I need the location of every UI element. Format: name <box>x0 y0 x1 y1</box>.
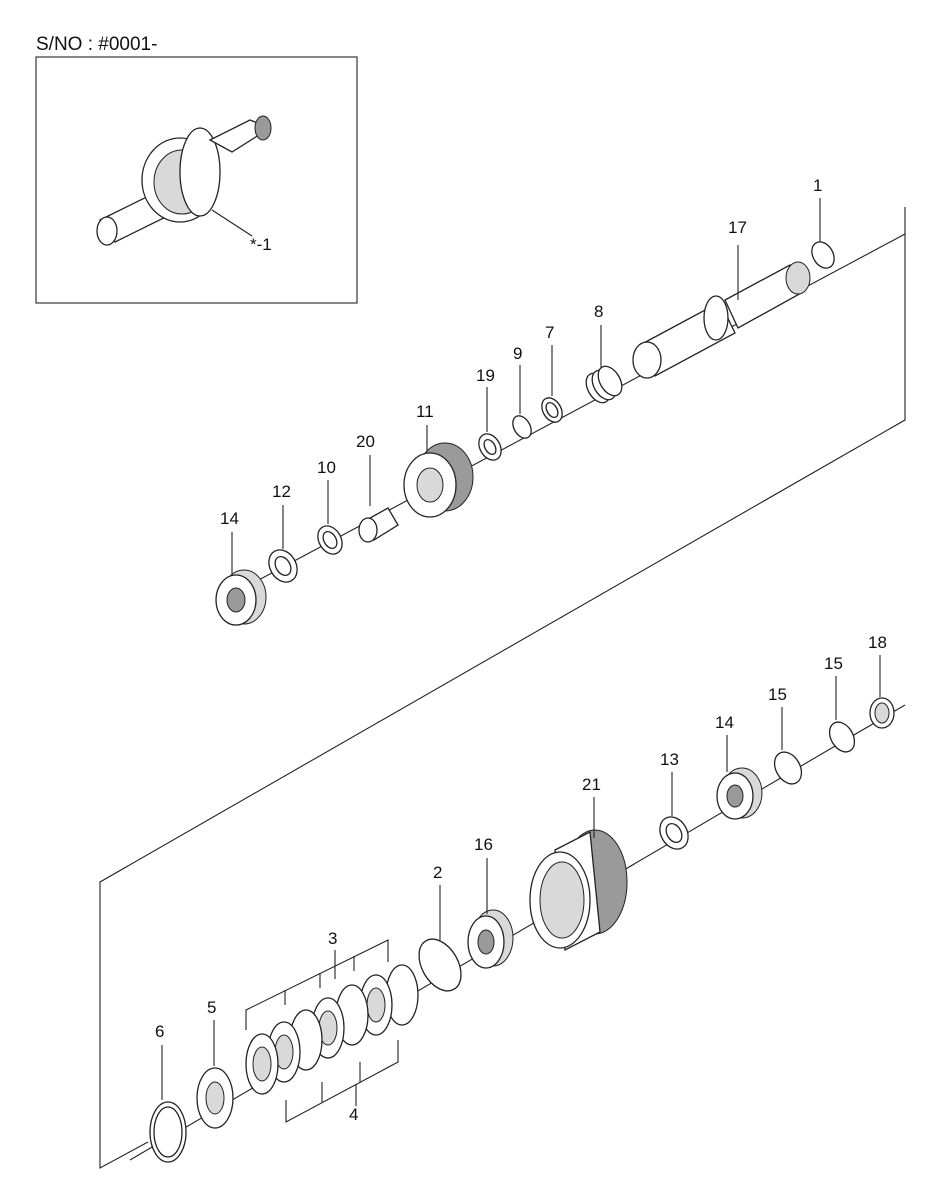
part-11-label: 11 <box>416 402 434 421</box>
part-21-drum-gear: 21 <box>529 775 628 952</box>
part-19-label: 19 <box>476 366 495 385</box>
part-15-shim-right: 15 <box>824 654 856 753</box>
part-12-washer: 12 <box>268 482 298 583</box>
part-19-washer: 19 <box>476 366 502 461</box>
frame-outline <box>99 207 906 1169</box>
part-7-washer: 7 <box>541 323 563 423</box>
part-21-label: 21 <box>582 775 601 794</box>
part-8-spring: 8 <box>585 302 623 404</box>
part-16-label: 16 <box>474 835 493 854</box>
part-14-bearing-lower: 14 <box>715 713 763 820</box>
part-15-shim-left: 15 <box>768 685 803 785</box>
part-18-label: 18 <box>868 633 887 652</box>
part-11-gear: 11 <box>403 402 474 518</box>
part-16-bearing: 16 <box>467 835 514 969</box>
clutch-plate-stack <box>245 964 419 1095</box>
part-3-bracket: 3 <box>245 929 389 1030</box>
part-15-left-label: 15 <box>768 685 787 704</box>
part-20-bushing: 20 <box>356 432 399 543</box>
part-7-label: 7 <box>545 323 554 342</box>
part-1-label: 1 <box>813 176 822 195</box>
part-12-label: 12 <box>272 482 291 501</box>
part-14-lower-label: 14 <box>715 713 734 732</box>
part-15-right-label: 15 <box>824 654 843 673</box>
part-9-label: 9 <box>513 344 522 363</box>
part-17-shaft: 17 <box>632 218 811 379</box>
part-14-upper-label: 14 <box>220 509 239 528</box>
serial-number-label: S/NO : #0001- <box>36 34 157 55</box>
part-13-label: 13 <box>660 750 679 769</box>
part-17-label: 17 <box>728 218 747 237</box>
part-10-label: 10 <box>317 458 336 477</box>
inset-leader-line <box>211 209 253 237</box>
part-6-snap-ring: 6 <box>149 1022 187 1163</box>
part-2-label: 2 <box>433 863 442 882</box>
part-6-label: 6 <box>155 1022 164 1041</box>
part-10-washer: 10 <box>317 458 343 555</box>
part-5-label: 5 <box>207 998 216 1017</box>
inset-assembly-view: *-1 <box>35 56 358 304</box>
part-9-snap-ring: 9 <box>512 344 532 439</box>
part-14-bearing-upper: 14 <box>215 509 267 626</box>
part-18-ring: 18 <box>868 633 895 729</box>
part-3-label: 3 <box>328 929 337 948</box>
part-1-oring: 1 <box>811 176 835 269</box>
part-4-label: 4 <box>349 1105 358 1124</box>
part-13-washer: 13 <box>659 750 689 850</box>
part-4-bracket: 4 <box>285 1040 399 1124</box>
part-8-label: 8 <box>594 302 603 321</box>
part-2-disc: 2 <box>418 863 462 992</box>
part-20-label: 20 <box>356 432 375 451</box>
inset-callout-label: *-1 <box>250 235 272 254</box>
part-5-pressure-plate: 5 <box>196 998 234 1129</box>
